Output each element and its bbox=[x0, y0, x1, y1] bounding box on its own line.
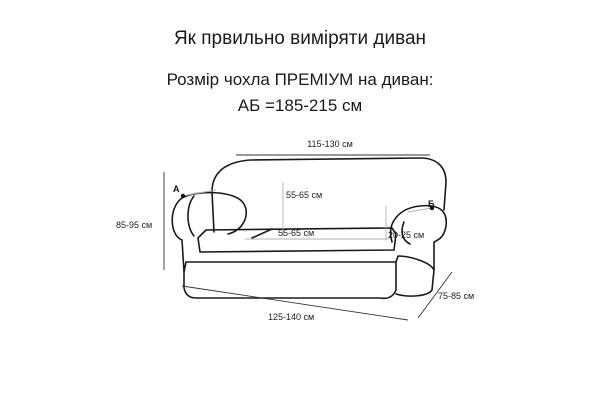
armrest-height-label: 20-25 см bbox=[388, 230, 424, 240]
dimension-lines bbox=[163, 154, 453, 321]
back-width-label: 115-130 см bbox=[307, 139, 353, 149]
point-a-label: А bbox=[173, 184, 180, 194]
cover-size-subtitle: Розмір чохла ПРЕМІУМ на диван: bbox=[166, 70, 434, 89]
sofa-seat-cushions bbox=[197, 227, 397, 253]
sofa-base-right bbox=[395, 255, 435, 297]
sofa-left-armrest-front bbox=[187, 195, 195, 237]
page-title: Як првильно виміряти диван bbox=[173, 28, 427, 49]
sofa-outline bbox=[171, 157, 447, 300]
point-b-leader bbox=[407, 207, 433, 213]
measurement-guides bbox=[181, 182, 433, 240]
total-height-label: 85-95 см bbox=[116, 220, 152, 230]
sofa-backrest bbox=[211, 157, 447, 233]
point-b-label: Б bbox=[428, 199, 435, 209]
sofa-right-armrest-front bbox=[401, 221, 411, 245]
back-height-label: 55-65 см bbox=[286, 190, 322, 200]
sofa-right-armrest bbox=[389, 204, 447, 271]
sofa-cushion-divider bbox=[251, 228, 273, 239]
depth-label: 75-85 см bbox=[438, 291, 474, 301]
point-b-marker bbox=[429, 205, 435, 211]
sofa-left-armrest bbox=[171, 191, 248, 273]
seat-width-label: 55-65 см bbox=[278, 228, 314, 238]
point-a-marker bbox=[180, 193, 186, 199]
total-length-label: 125-140 см bbox=[268, 312, 314, 322]
depth-line bbox=[417, 271, 453, 319]
total-length-line bbox=[181, 285, 409, 321]
point-a-leader bbox=[181, 189, 217, 197]
ab-size-range: АБ =185-215 см bbox=[237, 96, 363, 115]
sofa-front-base bbox=[183, 261, 397, 300]
